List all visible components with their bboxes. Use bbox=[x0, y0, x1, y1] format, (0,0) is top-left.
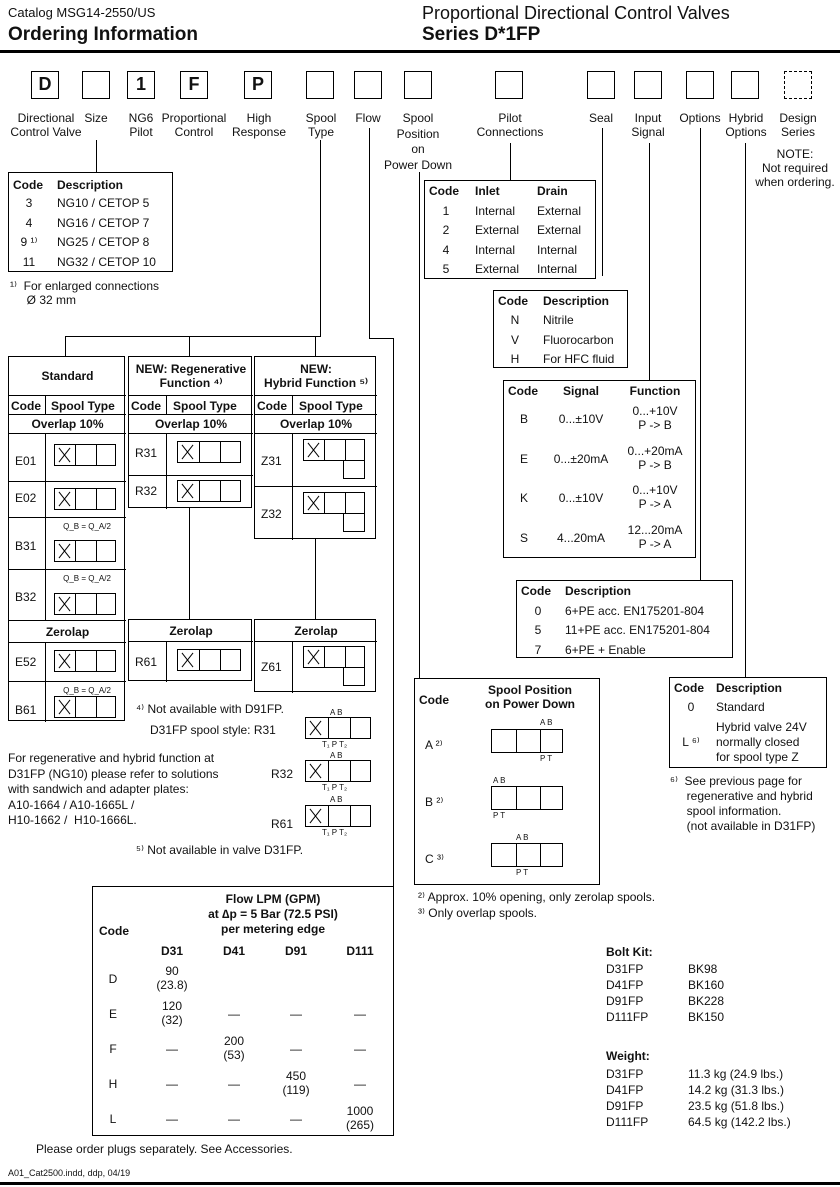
catalog-number: Catalog MSG14-2550/US bbox=[8, 5, 156, 20]
power-down-symbol-b bbox=[491, 786, 563, 810]
label-options: Options bbox=[679, 111, 721, 125]
spool-symbol bbox=[54, 444, 116, 466]
plugs-note: Please order plugs separately. See Acces… bbox=[36, 1142, 293, 1156]
d31-spool-style: D31FP spool style: R31 bbox=[150, 723, 276, 737]
size-footnote: ¹⁾ For enlarged connections Ø 32 mm bbox=[10, 279, 160, 307]
design-note: NOTE: Not required when ordering. bbox=[755, 147, 835, 189]
spool-regen-table: NEW: Regenerative Function ⁴⁾ Code Spool… bbox=[128, 356, 253, 509]
label-spool-type: Spool Type bbox=[305, 111, 337, 139]
spool-symbol bbox=[54, 540, 116, 562]
hybrid-footnote: ⁶⁾ See previous page for regenerative an… bbox=[670, 774, 816, 833]
code-box-proportional: F bbox=[180, 71, 208, 99]
connector-pilot bbox=[510, 143, 511, 180]
footer-rule bbox=[0, 1182, 840, 1185]
regen-info-text: For regenerative and hybrid function at … bbox=[8, 751, 219, 827]
label-size: Size bbox=[84, 111, 108, 125]
connector-spool-type bbox=[320, 140, 321, 336]
signal-table: Code Signal Function B 0...±10V 0...+10V… bbox=[503, 380, 696, 558]
code-box-seal bbox=[587, 71, 615, 99]
label-seal: Seal bbox=[588, 111, 614, 125]
options-table: Code Description 0 6+PE acc. EN175201-80… bbox=[516, 580, 733, 658]
series-title: Series D*1FP bbox=[422, 24, 541, 45]
code-box-pilot bbox=[495, 71, 523, 99]
weight-title: Weight: bbox=[606, 1049, 650, 1063]
code-box-spool-position bbox=[404, 71, 432, 99]
code-box-directional: D bbox=[31, 71, 59, 99]
pilot-symbol bbox=[343, 668, 365, 686]
spool-symbol bbox=[54, 696, 116, 718]
power-down-table: Code Spool Position on Power Down A ²⁾ A… bbox=[414, 678, 600, 885]
connector-flow bbox=[369, 128, 370, 339]
connector-input bbox=[649, 143, 650, 380]
pilot-symbol bbox=[343, 514, 365, 532]
power-down-symbol-a bbox=[491, 729, 563, 753]
spool-hybrid-zerolap: Zerolap Z61 bbox=[254, 619, 377, 693]
label-flow: Flow bbox=[355, 111, 381, 125]
footnote-5: ⁵⁾ Not available in valve D31FP. bbox=[136, 843, 304, 857]
spool-symbol bbox=[303, 646, 365, 668]
spool-symbol bbox=[303, 439, 365, 461]
code-box-options bbox=[686, 71, 714, 99]
spool-hybrid-table: NEW: Hybrid Function ⁵⁾ Code Spool Type … bbox=[254, 356, 377, 540]
flow-table: Code Flow LPM (GPM) at ∆p = 5 Bar (72.5 … bbox=[92, 886, 394, 1136]
size-code: 11 bbox=[22, 255, 36, 269]
spool-symbol bbox=[177, 441, 241, 463]
connector-seal bbox=[602, 128, 603, 276]
spool-symbol-r31 bbox=[305, 717, 371, 739]
label-directional: Directional Control Valve bbox=[10, 111, 82, 139]
label-high-response: High Response bbox=[231, 111, 287, 139]
label-design: Design Series bbox=[779, 111, 817, 139]
code-box-flow bbox=[354, 71, 382, 99]
pilot-symbol bbox=[343, 461, 365, 479]
footnote-2: ²⁾ Approx. 10% opening, only zerolap spo… bbox=[418, 890, 656, 904]
size-code: 3 bbox=[25, 196, 33, 210]
connector-spool-bar bbox=[65, 336, 321, 337]
spool-symbol bbox=[303, 492, 365, 514]
spool-standard-table: Standard Code Spool Type Overlap 10% E01… bbox=[8, 356, 126, 722]
code-box-design bbox=[784, 71, 812, 99]
code-box-high-response: P bbox=[244, 71, 272, 99]
size-desc: NG16 / CETOP 7 bbox=[57, 216, 150, 230]
size-desc: NG25 / CETOP 8 bbox=[57, 235, 150, 249]
size-code: 4 bbox=[25, 216, 33, 230]
label-ng6: NG6 Pilot bbox=[128, 111, 154, 139]
power-down-symbol-c bbox=[491, 843, 563, 867]
header-rule bbox=[0, 50, 840, 53]
size-desc: NG32 / CETOP 10 bbox=[57, 255, 156, 269]
bolt-kit-title: Bolt Kit: bbox=[606, 945, 653, 959]
spool-symbol-r32 bbox=[305, 760, 371, 782]
code-box-size bbox=[82, 71, 110, 99]
size-table: Code Description 3 NG10 / CETOP 5 4 NG16… bbox=[8, 172, 173, 272]
spool-symbol bbox=[54, 593, 116, 615]
footnote-4: ⁴⁾ Not available with D91FP. bbox=[136, 702, 284, 716]
connector-spool-position bbox=[419, 172, 420, 678]
spool-symbol bbox=[54, 488, 116, 510]
product-title: Proportional Directional Control Valves bbox=[422, 3, 730, 23]
spool-symbol bbox=[177, 480, 241, 502]
label-pilot: Pilot Connections bbox=[476, 111, 544, 139]
footnote-3: ³⁾ Only overlap spools. bbox=[418, 906, 537, 920]
hybrid-options-table: Code Description 0 Standard L ⁶⁾ Hybrid … bbox=[669, 677, 827, 768]
spool-symbol-r61 bbox=[305, 805, 371, 827]
code-box-ng6: 1 bbox=[127, 71, 155, 99]
code-box-hybrid bbox=[731, 71, 759, 99]
footer-file-info: A01_Cat2500.indd, ddp, 04/19 bbox=[8, 1168, 131, 1178]
pilot-table: Code Inlet Drain 1 Internal External 2 E… bbox=[424, 180, 596, 279]
connector-size bbox=[96, 140, 97, 172]
label-input: Input Signal bbox=[631, 111, 665, 139]
label-proportional: Proportional Control bbox=[161, 111, 227, 139]
connector-hybrid bbox=[745, 143, 746, 677]
spool-regen-zerolap: Zerolap R61 bbox=[128, 619, 253, 682]
seal-table: Code Description N Nitrile V Fluorocarbo… bbox=[493, 290, 628, 368]
size-code: 9 ¹⁾ bbox=[20, 235, 38, 249]
label-spool-position: Spool Position on Power Down bbox=[383, 111, 453, 172]
spool-symbol bbox=[177, 649, 241, 671]
connector-options bbox=[700, 128, 701, 581]
code-box-input bbox=[634, 71, 662, 99]
size-desc: NG10 / CETOP 5 bbox=[57, 196, 150, 210]
spool-symbol bbox=[54, 650, 116, 672]
code-box-spool-type bbox=[306, 71, 334, 99]
label-hybrid: Hybrid Options bbox=[725, 111, 767, 139]
page-title: Ordering Information bbox=[8, 24, 198, 45]
